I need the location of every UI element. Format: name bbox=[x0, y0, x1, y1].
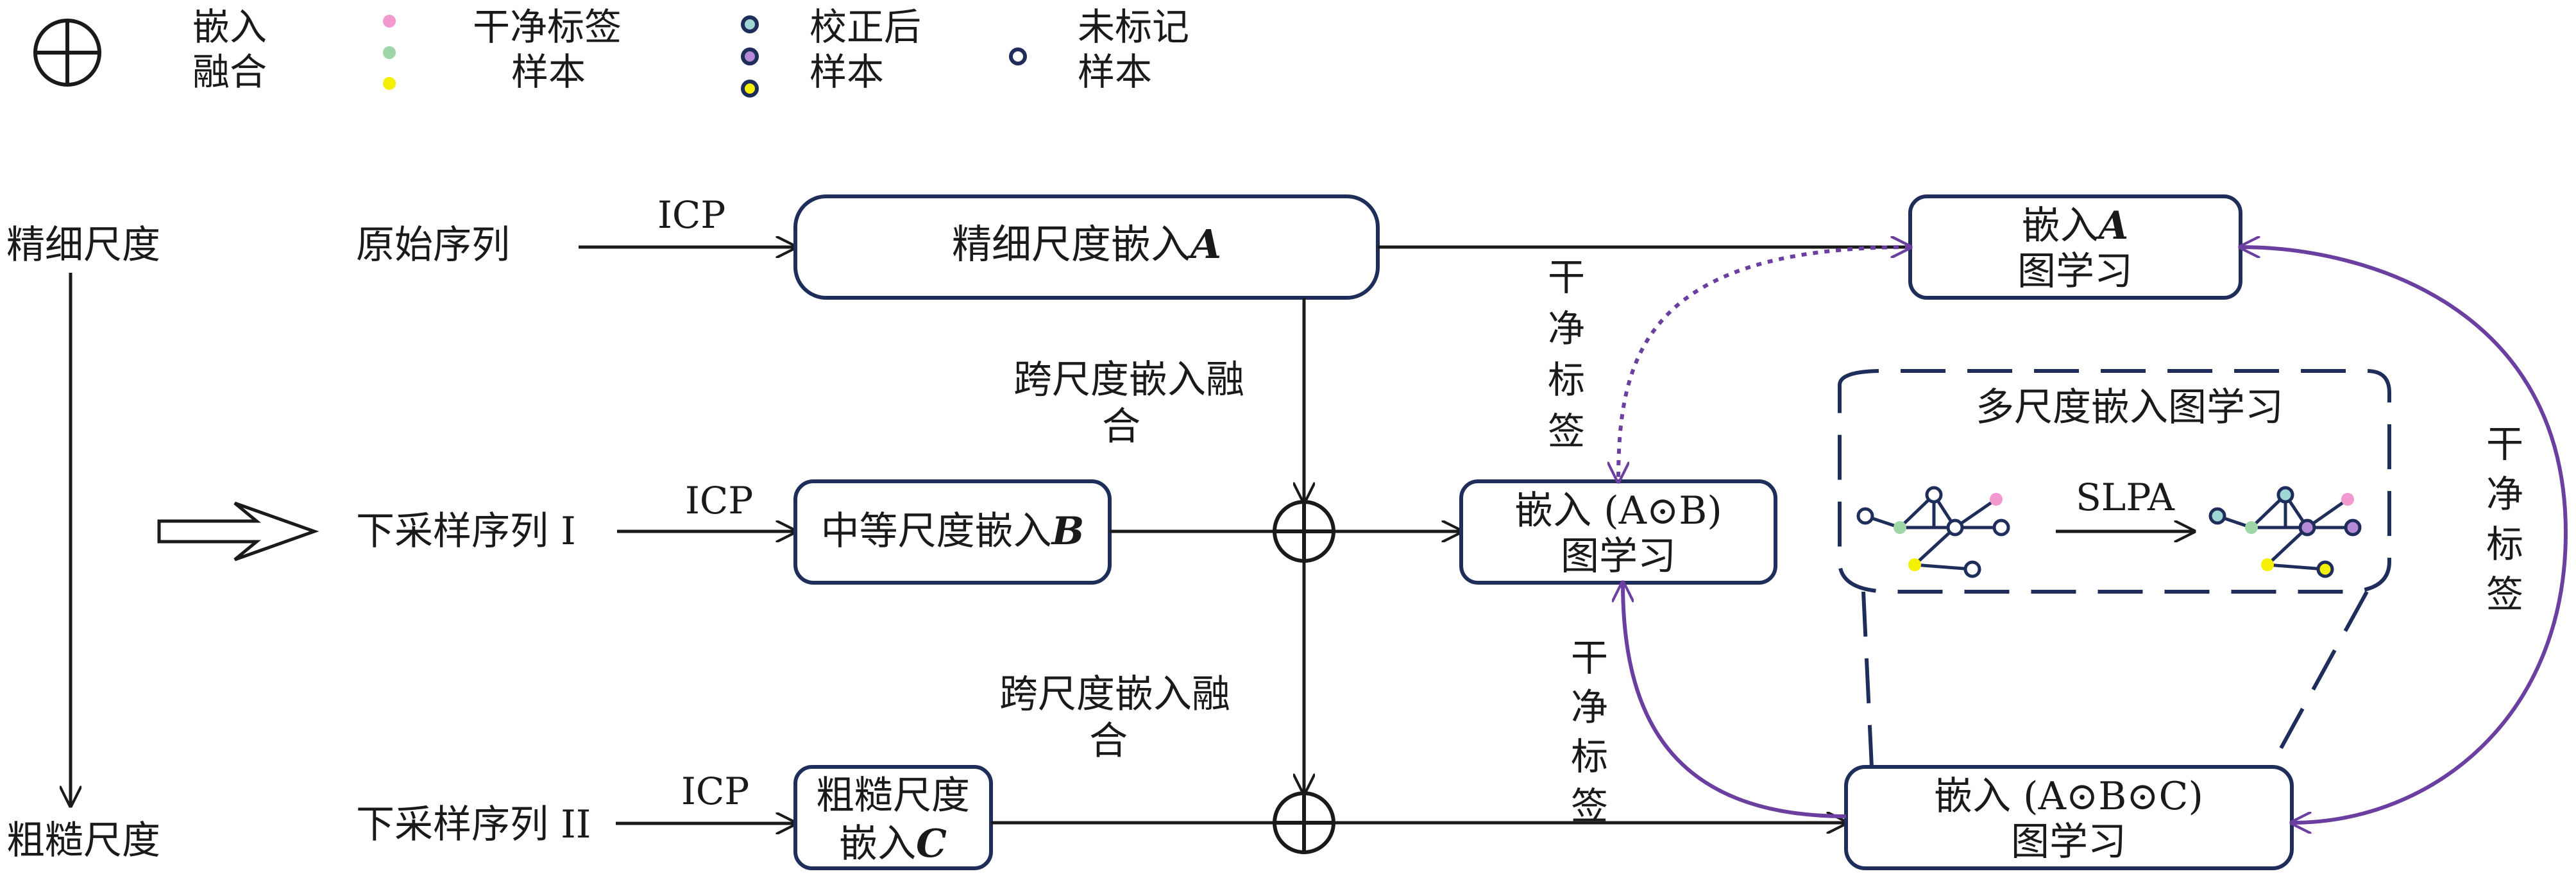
svg-text:标: 标 bbox=[2486, 522, 2523, 566]
legend-clean-label-1: 干净标签 bbox=[473, 5, 622, 49]
legend-corrected-label-2: 样本 bbox=[809, 50, 884, 94]
cross-scale-fusion-label-1a: 跨尺度嵌入融 bbox=[1013, 357, 1244, 402]
svg-text:标: 标 bbox=[1548, 358, 1585, 402]
coarse-embedding-label-1: 粗糙尺度 bbox=[816, 773, 970, 818]
hollow-right-arrow-icon bbox=[157, 501, 319, 562]
legend-corrected-teal-dot bbox=[741, 15, 759, 33]
graph-abc-label-1: 嵌入 (A⊙B⊙C) bbox=[1934, 774, 2203, 819]
graph-a-label-1: 嵌入A bbox=[2022, 203, 2129, 248]
downsampled-sequence-2-label: 下采样序列 II bbox=[356, 802, 591, 847]
legend-corrected-purple-dot bbox=[741, 47, 759, 65]
clean-label-vertical-1: 干 净 标 签 bbox=[1548, 255, 1585, 453]
clean-label-vertical-3: 干 净 标 签 bbox=[2486, 422, 2523, 616]
legend: 嵌入 融合 干净标签 样本 校正后 样本 未标记 样本 bbox=[33, 5, 1189, 98]
icp-label-3: ICP bbox=[681, 769, 749, 813]
svg-text:签: 签 bbox=[2486, 572, 2523, 616]
legend-fusion-label-2: 融合 bbox=[192, 50, 267, 94]
legend-unlabeled-label-1: 未标记 bbox=[1078, 5, 1189, 49]
fusion-node-2-icon bbox=[1273, 791, 1335, 854]
original-sequence-label: 原始序列 bbox=[356, 223, 510, 268]
legend-corrected-label-1: 校正后 bbox=[809, 5, 921, 49]
legend-clean-green-dot bbox=[383, 46, 396, 59]
scale-axis: 精细尺度 粗糙尺度 bbox=[6, 223, 160, 863]
clean-label-dotted-arrow bbox=[1618, 247, 1910, 481]
fine-scale-label: 精细尺度 bbox=[6, 223, 160, 268]
icp-label-2: ICP bbox=[685, 479, 753, 522]
svg-text:标: 标 bbox=[1571, 735, 1608, 778]
downsampled-sequence-1-label: 下采样序列 I bbox=[356, 509, 576, 554]
legend-corrected-yellow-dot bbox=[741, 80, 759, 98]
legend-clean-label-2: 样本 bbox=[511, 50, 586, 94]
icp-label-1: ICP bbox=[657, 193, 725, 237]
legend-fusion-label-1: 嵌入 bbox=[192, 5, 267, 49]
graph-before-slpa bbox=[1856, 486, 2010, 578]
legend-unlabeled-dot bbox=[1009, 47, 1027, 65]
coarse-embedding-box bbox=[793, 765, 993, 870]
svg-text:干: 干 bbox=[1571, 636, 1608, 680]
graph-a-label-2: 图学习 bbox=[2017, 249, 2133, 294]
svg-text:净: 净 bbox=[2486, 472, 2523, 516]
cross-scale-fusion-label-1b: 合 bbox=[1102, 404, 1140, 449]
medium-embedding-label: 中等尺度嵌入B bbox=[821, 509, 1085, 554]
coarse-scale-label: 粗糙尺度 bbox=[6, 818, 160, 863]
svg-text:签: 签 bbox=[1571, 784, 1608, 828]
clean-label-right-arc-arrow bbox=[2241, 247, 2568, 823]
svg-text:干: 干 bbox=[1548, 255, 1585, 299]
multiscale-title: 多尺度嵌入图学习 bbox=[1976, 385, 2284, 430]
svg-text:净: 净 bbox=[1548, 307, 1585, 350]
cross-scale-fusion-label-2b: 合 bbox=[1089, 719, 1128, 764]
legend-clean-pink-dot bbox=[383, 15, 396, 28]
slpa-label: SLPA bbox=[2076, 476, 2175, 519]
svg-text:净: 净 bbox=[1571, 685, 1608, 729]
legend-fusion-icon bbox=[33, 19, 101, 87]
svg-text:签: 签 bbox=[1548, 409, 1585, 453]
graph-ab-label-1: 嵌入 (A⊙B) bbox=[1514, 488, 1722, 533]
svg-text:干: 干 bbox=[2486, 422, 2523, 466]
cross-scale-fusion-label-2a: 跨尺度嵌入融 bbox=[999, 672, 1230, 717]
graph-after-slpa bbox=[2208, 486, 2362, 578]
fusion-node-1-icon bbox=[1273, 500, 1335, 563]
legend-unlabeled-label-2: 样本 bbox=[1078, 50, 1152, 94]
coarse-embedding-label-2: 嵌入C bbox=[839, 821, 947, 866]
fine-embedding-label: 精细尺度嵌入A bbox=[952, 221, 1221, 268]
graph-ab-label-2: 图学习 bbox=[1561, 534, 1676, 579]
legend-clean-yellow-dot bbox=[383, 77, 396, 90]
clean-label-vertical-2: 干 净 标 签 bbox=[1571, 636, 1608, 828]
graph-abc-label-2: 图学习 bbox=[2011, 820, 2126, 864]
clean-label-abc-to-ab-arrow bbox=[1623, 583, 1847, 818]
